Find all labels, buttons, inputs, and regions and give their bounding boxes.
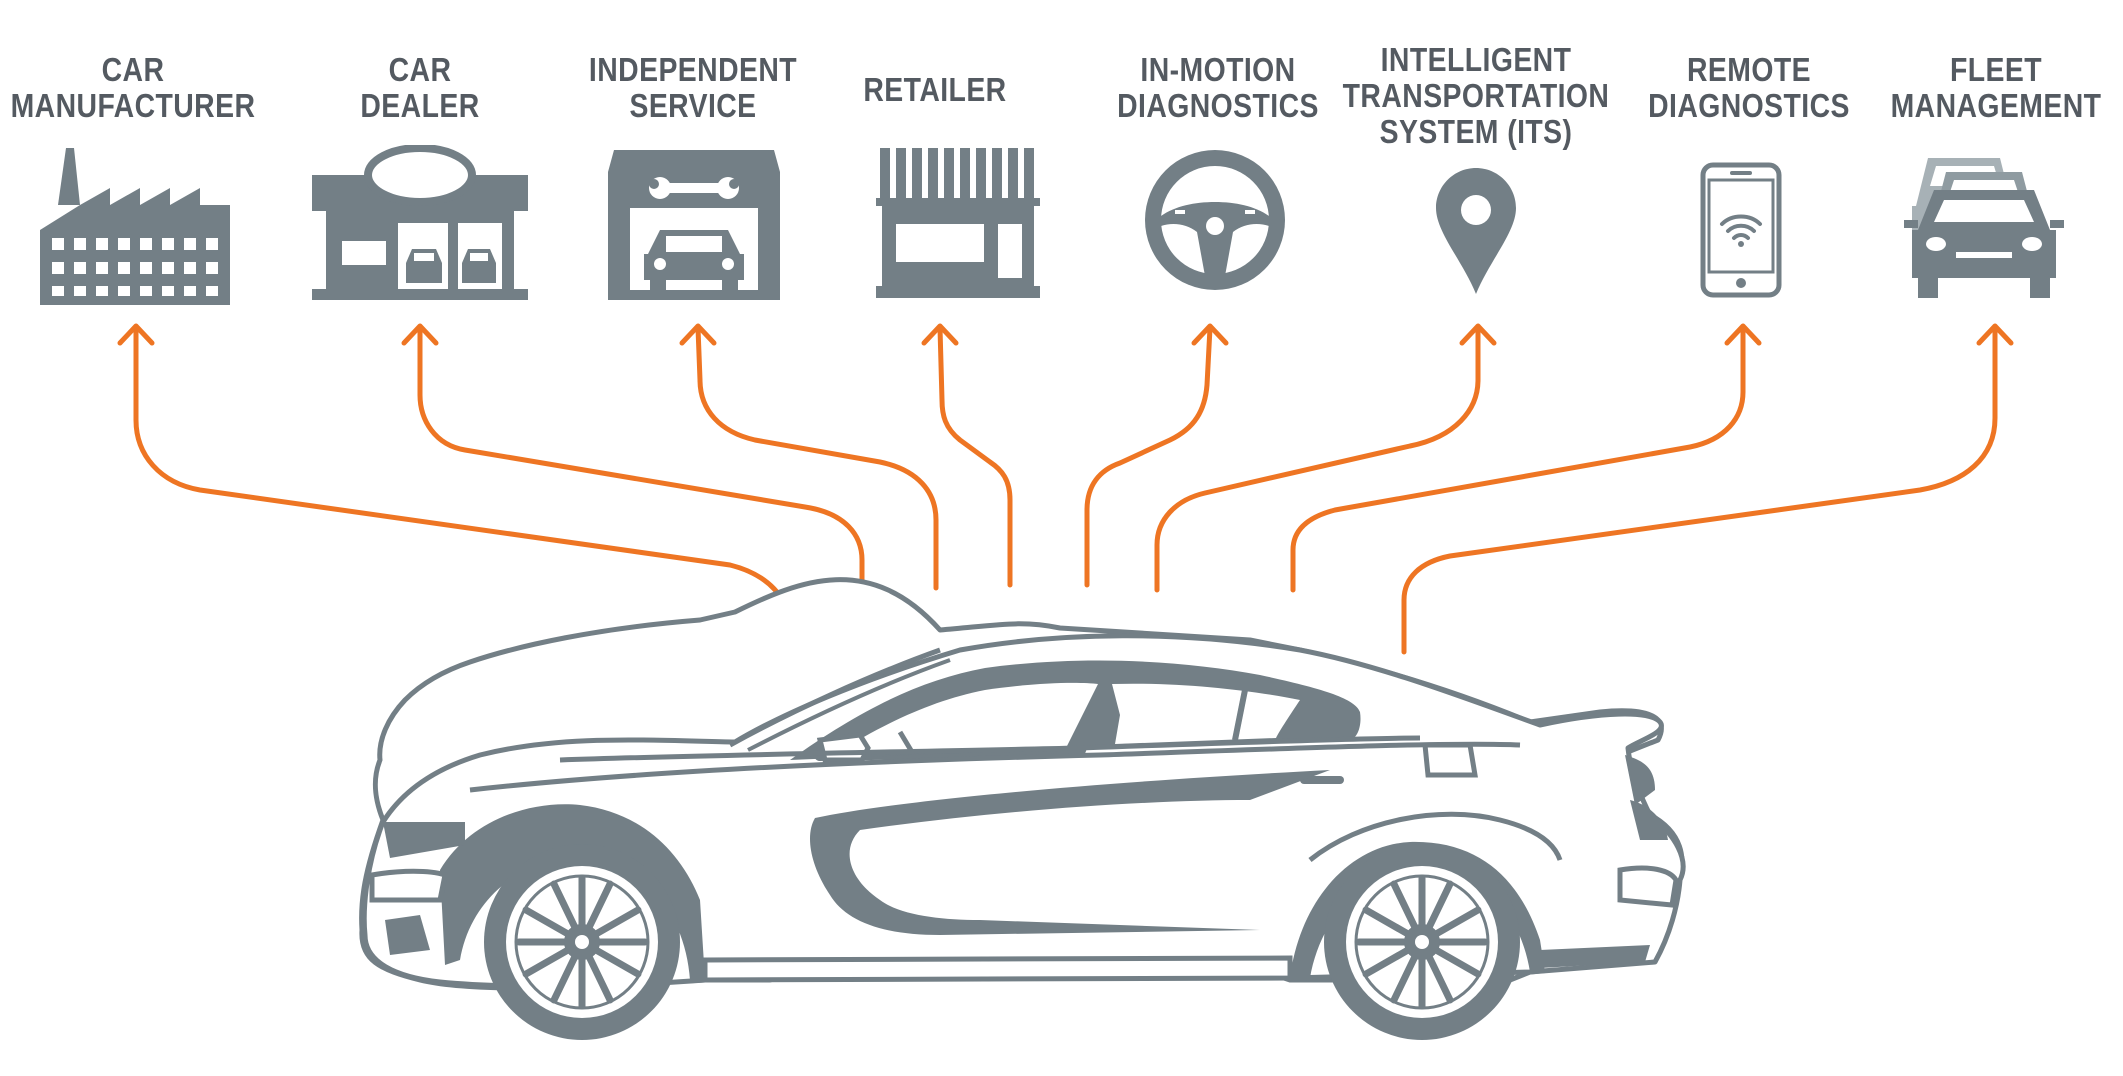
- arrow-to-its: [1154, 325, 1481, 593]
- smartphone-wifi-icon: [1700, 162, 1782, 298]
- arrow-head-its: [1459, 323, 1497, 346]
- storefront-icon: [876, 148, 1040, 298]
- map-pin-icon: [1436, 168, 1516, 294]
- arrow-head-retailer: [921, 323, 959, 346]
- arrow-to-in-motion-diagnostics: [1084, 325, 1213, 588]
- arrow-to-retailer: [937, 325, 1013, 588]
- service-garage-icon: [608, 150, 780, 300]
- factory-icon: [40, 148, 230, 305]
- arrow-head-independent-service: [679, 323, 717, 346]
- arrow-to-fleet-management: [1401, 325, 1998, 655]
- front-wheel: [484, 844, 680, 1040]
- arrow-head-car-manufacturer: [117, 323, 155, 346]
- steering-wheel-icon: [1145, 150, 1285, 290]
- arrow-head-in-motion-diagnostics: [1191, 323, 1229, 346]
- rear-wheel: [1324, 844, 1520, 1040]
- dealership-icon: [312, 145, 528, 300]
- arrow-to-independent-service: [695, 325, 939, 591]
- arrow-to-car-dealer: [417, 325, 865, 623]
- label-retailer: RETAILER: [863, 71, 1007, 108]
- side-mirror: [816, 732, 871, 763]
- arrow-to-remote-diagnostics: [1290, 325, 1746, 593]
- arrow-head-remote-diagnostics: [1724, 323, 1762, 346]
- side-scallop: [810, 770, 1330, 935]
- car-fleet-icon: [1904, 158, 2064, 298]
- arrow-head-car-dealer: [401, 323, 439, 346]
- arrow-head-fleet-management: [1976, 323, 2014, 346]
